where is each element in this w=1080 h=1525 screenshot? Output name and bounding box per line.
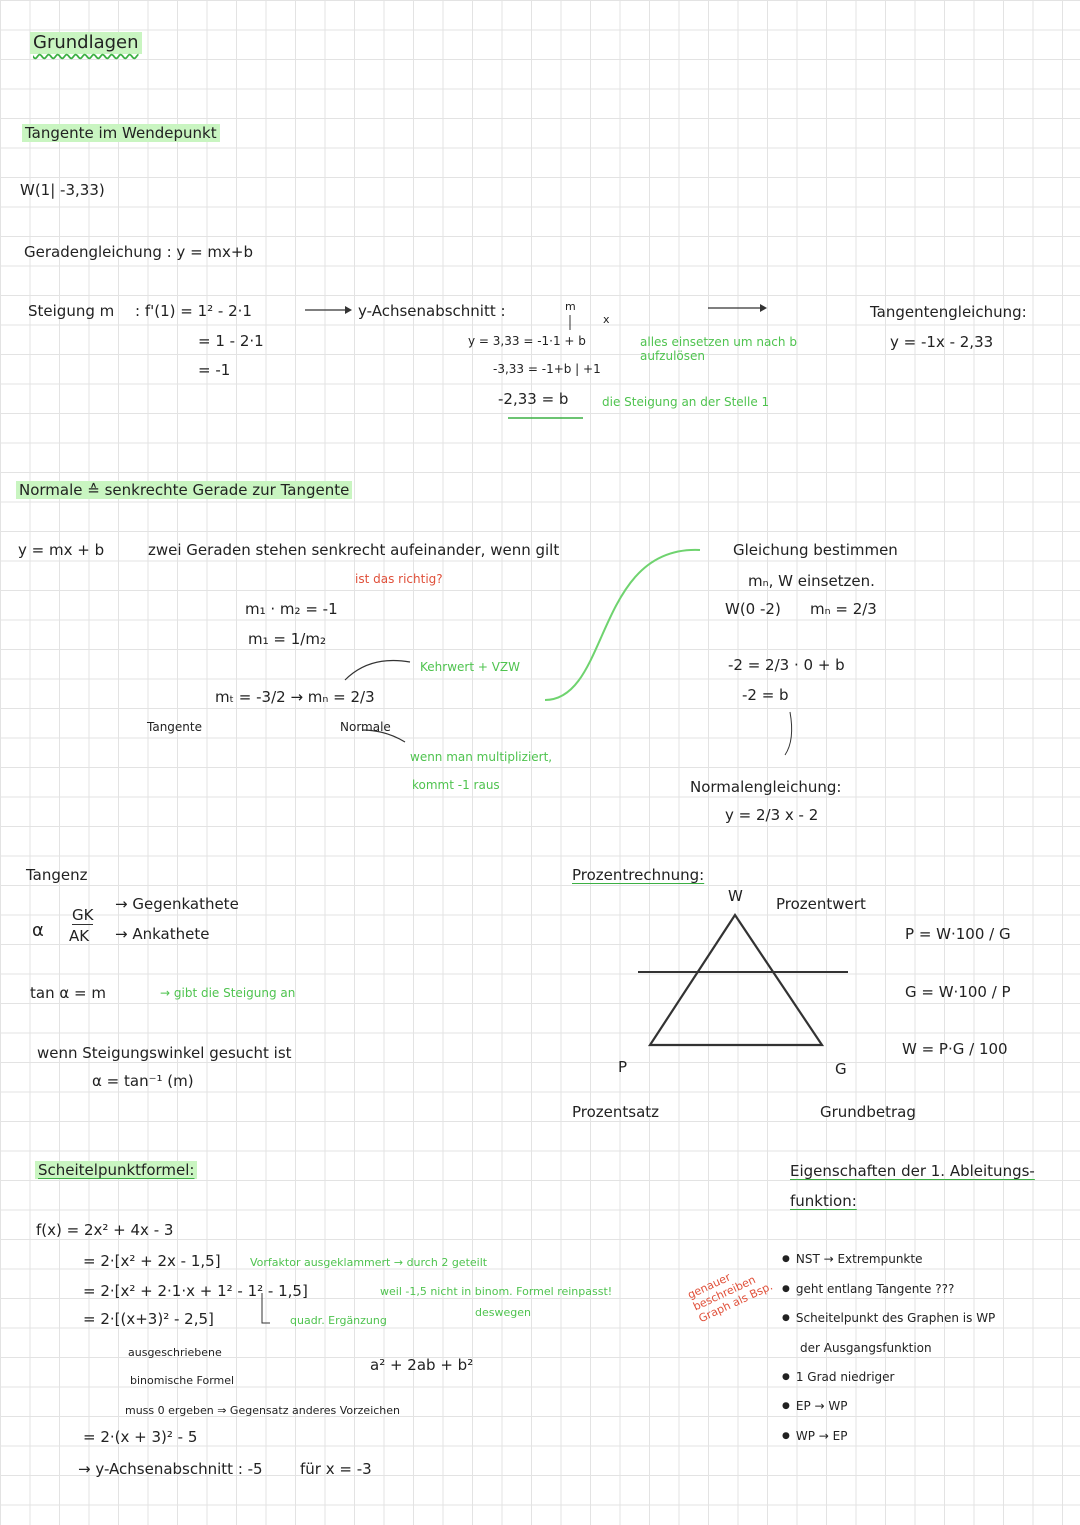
scheitel-l2: = 2·[x² + 2·1·x + 1² - 1² - 1,5] <box>83 1282 308 1300</box>
alpha-symbol: α <box>32 920 44 941</box>
gleichung-title: Gleichung bestimmen <box>733 541 898 559</box>
steigung-line-1: : f'(1) = 1² - 2·1 <box>135 302 252 320</box>
scheitel-l2-note2: deswegen <box>475 1306 531 1319</box>
eig-item-6: EP → WP <box>782 1399 848 1414</box>
normalengleichung: y = 2/3 x - 2 <box>725 806 819 824</box>
einsetzen-note: mₙ, W einsetzen. <box>748 572 875 590</box>
tangentengleichung: y = -1x - 2,33 <box>890 333 994 351</box>
eig-item-4: der Ausgangsfunktion <box>800 1341 932 1355</box>
eigenschaften-heading-1: Eigenschaften der 1. Ableitungs- <box>790 1162 1035 1180</box>
triangle-w: W <box>728 887 743 905</box>
formula-m1-m2: m₁ · m₂ = -1 <box>245 600 338 618</box>
scheitel-l4: = 2·(x + 3)² - 5 <box>83 1428 198 1446</box>
ankathete-label: → Ankathete <box>115 925 210 943</box>
formula-m1: m₁ = 1/m₂ <box>248 630 326 648</box>
frage-note: ist das richtig? <box>355 572 443 586</box>
eigenschaften-heading-2: funktion: <box>790 1192 857 1210</box>
scheitel-l1: = 2·[x² + 2x - 1,5] <box>83 1252 221 1270</box>
prozent-heading: Prozentrechnung: <box>572 866 705 884</box>
eig-item-7: WP → EP <box>782 1429 848 1444</box>
geradengleichung: Geradengleichung : y = mx+b <box>24 243 253 261</box>
scheitel-f: f(x) = 2x² + 4x - 3 <box>36 1221 174 1239</box>
tangente-label: Tangente <box>147 720 202 734</box>
steigung-line-2: = 1 - 2·1 <box>198 332 264 350</box>
binom-label: binomische Formel <box>130 1374 235 1387</box>
steigung-label: Steigung m <box>28 302 115 320</box>
prozentwert-label: Prozentwert <box>776 895 866 913</box>
senkrecht-note: zwei Geraden stehen senkrecht aufeinande… <box>148 541 560 559</box>
eig-item-1: NST → Extrempunkte <box>782 1252 923 1267</box>
triangle-p: P <box>618 1058 628 1076</box>
ak-label: AK <box>69 927 90 945</box>
winkel-eq: α = tan⁻¹ (m) <box>92 1072 194 1090</box>
calc-1: -2 = 2/3 · 0 + b <box>728 656 845 674</box>
scheitel-heading: Scheitelpunktformel: <box>35 1161 198 1179</box>
tangentengleichung-label: Tangentengleichung: <box>870 303 1027 321</box>
w-point: W(0 -2) <box>725 600 781 618</box>
m-mark: m <box>565 300 576 313</box>
steigung-line-3: = -1 <box>198 361 231 379</box>
eig-item-3: Scheitelpunkt des Graphen is WP <box>782 1311 995 1326</box>
tangenz-heading: Tangenz <box>26 866 88 884</box>
page-title: Grundlagen <box>30 32 142 54</box>
triangle-g: G <box>835 1060 847 1078</box>
tan-eq: tan α = m <box>30 984 106 1002</box>
tan-note: → gibt die Steigung an <box>160 986 296 1000</box>
gegenkathete-label: → Gegenkathete <box>115 895 239 913</box>
normale-label: Normale <box>340 720 391 734</box>
y-achsen-label: y-Achsenabschnitt : <box>358 302 506 320</box>
mt-line: mₜ = -3/2 → mₙ = 2/3 <box>215 688 375 706</box>
section-heading-tangente: Tangente im Wendepunkt <box>22 124 220 142</box>
normalen-label: Normalengleichung: <box>690 778 842 796</box>
section-heading-normale: Normale ≙ senkrechte Gerade zur Tangente <box>16 481 353 499</box>
note-steigung: die Steigung an der Stelle 1 <box>602 395 770 409</box>
scheitel-l2-note: weil -1,5 nicht in binom. Formel reinpas… <box>380 1285 613 1298</box>
wendepunkt: W(1| -3,33) <box>20 181 105 199</box>
kehrwert-note: Kehrwert + VZW <box>420 660 521 674</box>
fuer-x: für x = -3 <box>300 1460 372 1478</box>
formula-w: W = P·G / 100 <box>902 1040 1008 1058</box>
muss-note: muss 0 ergeben ⇒ Gegensatz anderes Vorze… <box>125 1404 401 1417</box>
formula-g: G = W·100 / P <box>905 983 1011 1001</box>
y-calc-1: y = 3,33 = -1·1 + b <box>468 334 586 348</box>
scheitel-l3: = 2·[(x+3)² - 2,5] <box>83 1310 214 1328</box>
multi-note-2: kommt -1 raus <box>412 778 500 792</box>
note-einsetzen: alles einsetzen um nach b aufzulösen <box>640 335 797 364</box>
formula-p: P = W·100 / G <box>905 925 1011 943</box>
x-mark: x <box>603 313 610 326</box>
winkel-note: wenn Steigungswinkel gesucht ist <box>37 1044 292 1062</box>
mn-value: mₙ = 2/3 <box>810 600 877 618</box>
prozentsatz-label: Prozentsatz <box>572 1103 660 1121</box>
eig-item-5: 1 Grad niedriger <box>782 1370 895 1385</box>
y-calc-3: -2,33 = b <box>498 390 569 408</box>
ausgeschrieben-label: ausgeschriebene <box>128 1346 222 1359</box>
y-calc-2: -3,33 = -1+b | +1 <box>493 362 601 376</box>
y-achsenabschnitt: → y-Achsenabschnitt : -5 <box>78 1460 263 1478</box>
eig-item-2: geht entlang Tangente ??? <box>782 1282 954 1297</box>
normale-eq: y = mx + b <box>18 541 105 559</box>
grundbetrag-label: Grundbetrag <box>820 1103 916 1121</box>
binom-formula: a² + 2ab + b² <box>370 1356 474 1374</box>
scheitel-l1-note: Vorfaktor ausgeklammert → durch 2 geteil… <box>250 1256 488 1269</box>
multi-note-1: wenn man multipliziert, <box>410 750 553 764</box>
calc-2: -2 = b <box>742 686 789 704</box>
quadr-note: quadr. Ergänzung <box>290 1314 387 1327</box>
gk-label: GK <box>72 906 94 925</box>
